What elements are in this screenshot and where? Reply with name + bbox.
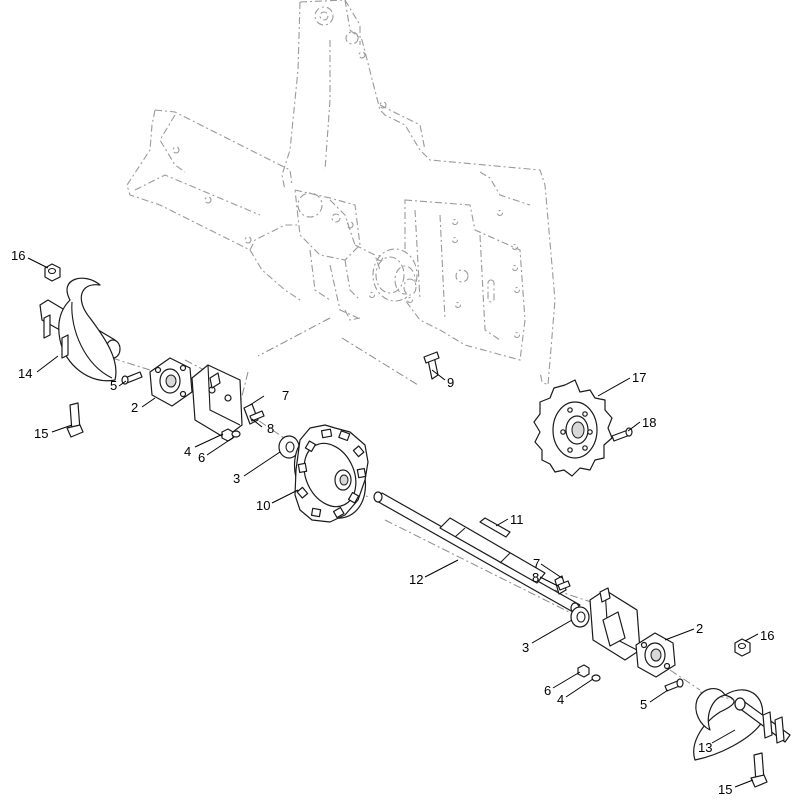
callout-8-left: 8 — [267, 421, 274, 436]
callout-5-right: 5 — [640, 697, 647, 712]
sprocket-wheel-10 — [293, 424, 369, 523]
callout-6-left: 6 — [198, 450, 205, 465]
callout-6-right: 6 — [544, 683, 551, 698]
washer-3-right — [570, 606, 590, 628]
callout-2-right: 2 — [696, 621, 703, 636]
auger-left — [39, 277, 121, 382]
callout-5-left: 5 — [110, 378, 117, 393]
callout-leaders — [27, 257, 759, 788]
key-11 — [479, 517, 511, 538]
nut-4-6-right — [577, 664, 601, 682]
nut-16-left — [44, 263, 61, 282]
bolt-15-left — [66, 402, 84, 438]
callout-4-right: 4 — [557, 692, 564, 707]
callout-15-left: 15 — [34, 426, 48, 441]
callout-13: 13 — [698, 740, 712, 755]
callout-2-left: 2 — [131, 400, 138, 415]
bolt-15-right — [750, 752, 768, 788]
nut-4-6-left — [221, 428, 241, 442]
shaft-12 — [373, 491, 581, 614]
callout-11: 11 — [510, 512, 524, 527]
nut-16-right — [734, 638, 751, 657]
callout-3-right: 3 — [522, 640, 529, 655]
bolt-5-left — [121, 371, 143, 385]
bearing-right — [635, 632, 676, 678]
pin-7-8-right — [554, 575, 571, 595]
callout-9: 9 — [447, 375, 454, 390]
callout-10: 10 — [256, 498, 270, 513]
callout-14: 14 — [18, 366, 32, 381]
callout-15-right: 15 — [718, 782, 732, 797]
pin-7-8-left — [243, 403, 265, 425]
callout-7-right: 7 — [533, 556, 540, 571]
callout-16-right: 16 — [760, 628, 774, 643]
callout-4-left: 4 — [184, 444, 191, 459]
bracket-left — [191, 364, 243, 439]
callout-8-right: 8 — [532, 570, 539, 585]
bolt-18 — [611, 427, 633, 442]
callout-18: 18 — [642, 415, 656, 430]
callout-7-left: 7 — [282, 388, 289, 403]
phantom-frame — [126, 0, 556, 386]
callout-12: 12 — [409, 572, 423, 587]
sprocket-17 — [533, 379, 613, 477]
auger-right — [693, 687, 791, 761]
bolt-5-right — [664, 678, 684, 692]
bracket-right — [589, 587, 641, 661]
callout-16-left: 16 — [11, 248, 25, 263]
callout-labels: 16 14 15 5 2 7 8 4 6 9 17 18 3 10 11 12 … — [11, 248, 774, 797]
callout-17: 17 — [632, 370, 646, 385]
bolt-9 — [423, 351, 440, 380]
bearing-left — [149, 357, 193, 407]
callout-3-left: 3 — [233, 471, 240, 486]
